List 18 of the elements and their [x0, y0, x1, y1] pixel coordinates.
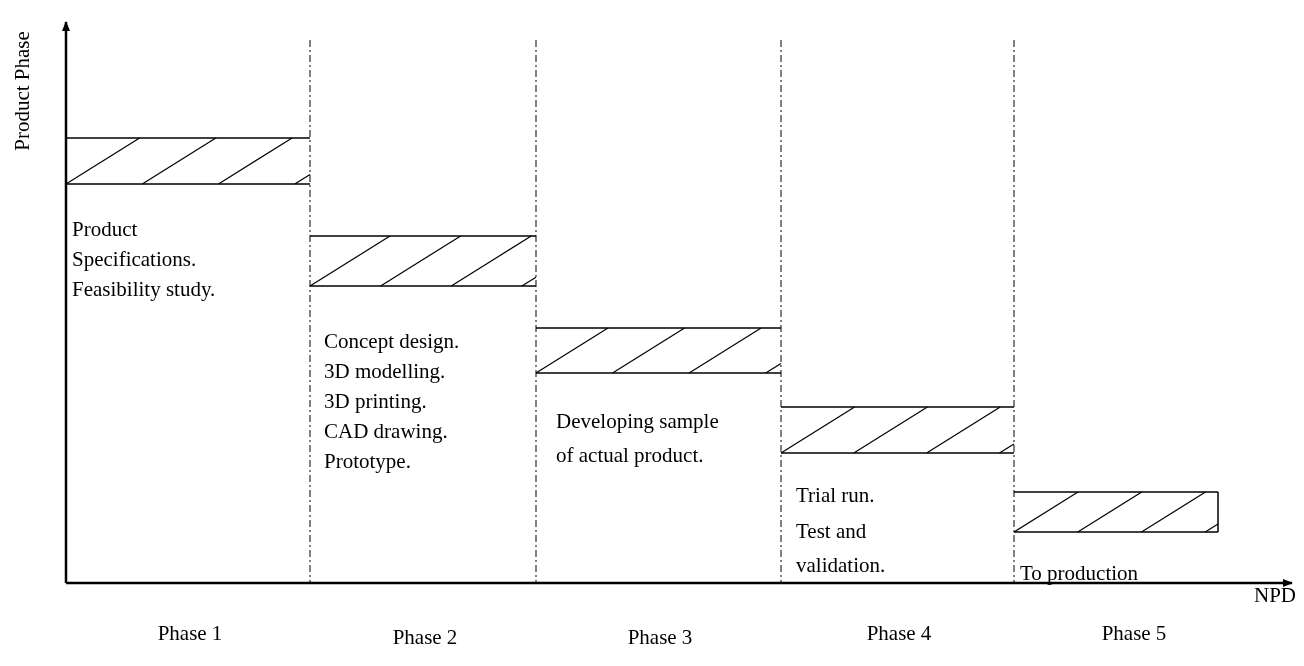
- axis-title: Product Phase: [9, 30, 35, 153]
- phase-label: Phase 3: [626, 624, 694, 651]
- phase-description: Product Specifications.: [72, 216, 198, 273]
- phase-description: Feasibility study.: [72, 276, 217, 303]
- phase-description: 3D modelling.: [324, 358, 447, 385]
- phase-label: Phase 2: [391, 624, 459, 651]
- phase-label: Phase 4: [865, 620, 933, 647]
- phase-label: Phase 1: [156, 620, 224, 647]
- phase-description: To production: [1020, 560, 1140, 587]
- axis-title: NPD: [1254, 582, 1296, 609]
- phase-description: Prototype.: [324, 448, 412, 475]
- phase-description: Test and validation.: [796, 518, 887, 579]
- phase-description: CAD drawing.: [324, 418, 449, 445]
- phase-description: Trial run.: [796, 482, 876, 509]
- phase-description: Concept design.: [324, 328, 461, 355]
- phase-description: 3D printing.: [324, 388, 428, 415]
- phase-label: Phase 5: [1100, 620, 1168, 647]
- phase-description: Developing sample of actual product.: [556, 408, 720, 469]
